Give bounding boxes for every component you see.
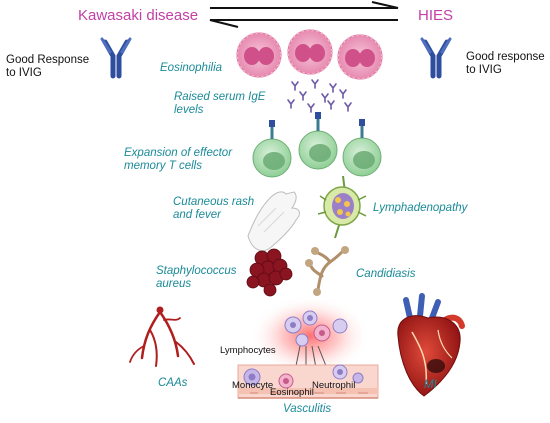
inflammation-glow [250, 296, 370, 376]
lymphadenopathy-label: Lymphadenopathy [373, 202, 468, 214]
eosinophil-cell-icon [236, 29, 383, 80]
neutrophil-label: Neutrophil [312, 380, 356, 391]
ivig-left-label: Good Response to IVIG [6, 54, 90, 80]
rash-label: Cutaneous rash and fever [173, 196, 255, 222]
antibody-right-icon [422, 39, 450, 76]
t-cell-icon [251, 110, 383, 179]
equilibrium-arrows-icon [209, 1, 399, 28]
ige-molecules-icon [287, 79, 352, 113]
heart-icon [397, 293, 465, 397]
staph-label: Staphylococcus aureus [156, 265, 237, 291]
lymphocytes-label: Lymphocytes [220, 345, 276, 356]
ivig-right-label: Good response to IVIG [466, 51, 545, 77]
coronary-arteries-icon [129, 306, 195, 367]
hies-title: HIES [418, 7, 454, 24]
monocyte-label: Monocyte [232, 380, 274, 391]
lymph-node-icon [317, 175, 367, 239]
mi-label: MI [424, 379, 437, 391]
kawasaki-disease-title: Kawasaki disease [78, 7, 199, 24]
immune-cells-icon [284, 310, 348, 347]
caas-label: CAAs [158, 377, 188, 389]
eosinophilia-label: Eosinophilia [160, 62, 223, 74]
candidiasis-label: Candidiasis [356, 268, 416, 280]
vessel-wall-icon [237, 364, 379, 399]
candida-icon [305, 246, 349, 296]
vasculitis-label: Vasculitis [283, 403, 332, 415]
staphylococcus-icon [246, 248, 293, 297]
rash-hand-icon [247, 191, 300, 252]
t-cells-label: Expansion of effector memory T cells [124, 147, 233, 173]
migration-lines [295, 345, 327, 369]
antibody-left-icon [102, 39, 130, 76]
eosinophil-label: Eosinophil [270, 387, 314, 398]
ige-label: Raised serum IgE levels [174, 91, 266, 117]
